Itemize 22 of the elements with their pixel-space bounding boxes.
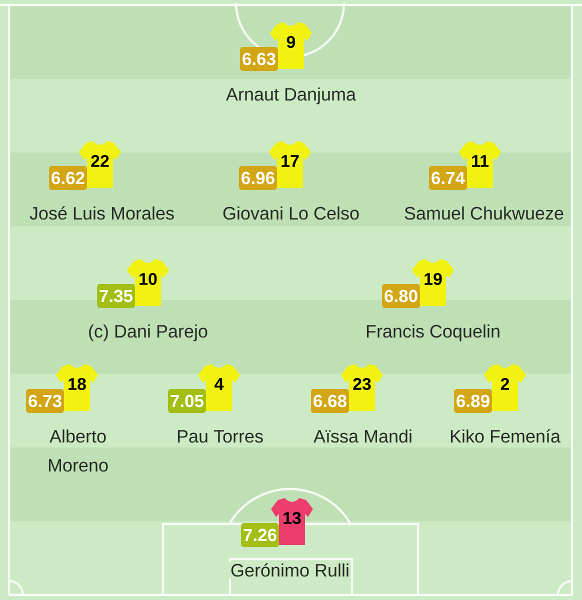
player-name: Francis Coquelin (366, 324, 500, 342)
rating-badge: 6.68 (311, 389, 349, 413)
rating-badge: 7.05 (168, 389, 206, 413)
rating-badge: 7.26 (241, 523, 279, 547)
rating-badge: 6.62 (49, 166, 87, 190)
player-name: Aïssa Mandi (314, 429, 412, 443)
player-name: Pau Torres (178, 430, 263, 443)
rating-badge: 6.63 (240, 47, 278, 71)
rating-badge: 6.89 (454, 389, 492, 413)
rating-badge: 7.35 (97, 284, 135, 308)
player-name: Giovani Lo Celso (223, 206, 359, 220)
rating-badge: 6.96 (239, 166, 277, 190)
rating-badge: 6.74 (429, 166, 467, 190)
player-name: Gerónimo Rulli (228, 562, 352, 578)
player-name: José Luis Morales (30, 206, 174, 220)
player-name: Alberto Moreno (48, 429, 108, 472)
rating-badge: 6.80 (382, 284, 420, 308)
player-name: Kiko Femenía (450, 429, 560, 443)
rating-badge: 6.73 (26, 389, 64, 413)
player-name: (c) Dani Parejo (89, 324, 208, 342)
player-name: Arnaut Danjuma (226, 87, 356, 104)
player-name: Samuel Chukwueze (404, 206, 564, 220)
